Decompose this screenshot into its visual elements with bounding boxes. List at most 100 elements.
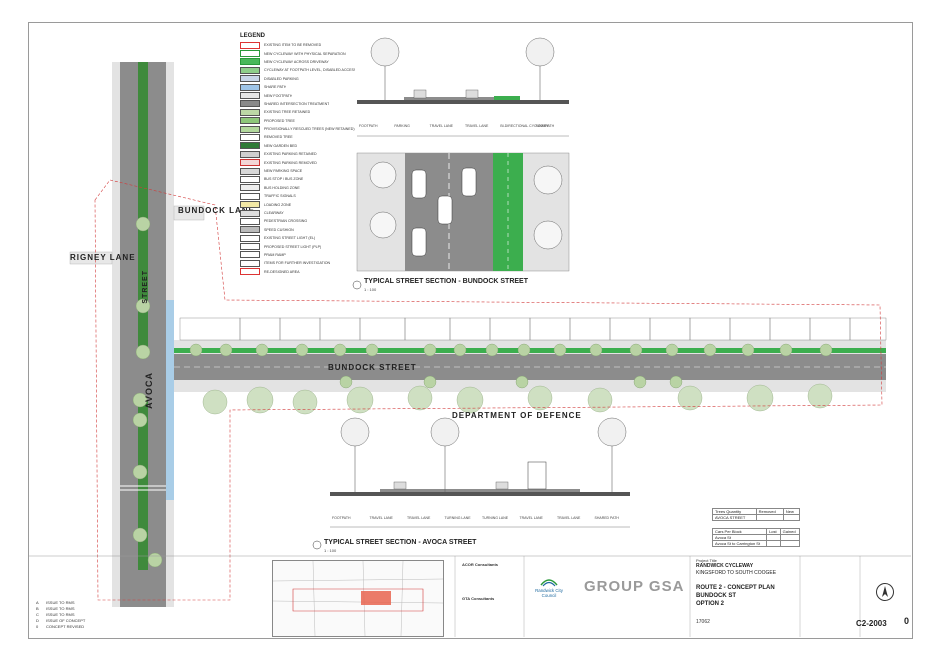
legend-label: TRAFFIC SIGNALS <box>264 194 296 199</box>
legend-label: DISABLED PARKING <box>264 76 299 81</box>
section-lane-label: TRAVEL LANE <box>429 124 453 128</box>
legend-swatch <box>240 75 260 83</box>
legend-label: NEW PARKING SPACE <box>264 169 303 174</box>
revision-code: D <box>36 618 39 623</box>
legend-item: SHARE PATH <box>240 83 355 91</box>
legend-swatch <box>240 175 260 183</box>
legend-item: LOADING ZONE <box>240 200 355 209</box>
legend-label: SPEED CUSHION <box>264 227 294 232</box>
legend-swatch <box>240 83 260 91</box>
legend-item: BUS HOLDING ZONE <box>240 184 355 192</box>
legend-item: PROPOSED TREE <box>240 117 355 125</box>
legend-swatch <box>240 167 260 175</box>
table-cell <box>782 514 801 521</box>
legend-swatch <box>240 108 260 116</box>
section-lane-label: TRAVEL LANE <box>557 516 581 520</box>
legend-label: EXISTING PARKING REMOVED <box>264 160 317 165</box>
table-row: Avoca St to Carrington St <box>711 540 801 547</box>
legend-item: RE-DESIGNED AREA <box>240 268 355 276</box>
table-cell <box>755 514 784 521</box>
legend-swatch <box>240 226 260 234</box>
section-lane-label: PARKING <box>394 124 410 128</box>
legend-item: PRAM RAMP <box>240 251 355 259</box>
legend-label: EXISTING TREE RETAINED <box>264 110 311 115</box>
legend-swatch <box>240 150 260 158</box>
avoca-street-label: STREET <box>142 270 149 304</box>
section-avoca-title: TYPICAL STREET SECTION - AVOCA STREET <box>324 539 477 546</box>
legend-item: DISABLED PARKING <box>240 75 355 83</box>
legend-item: CLEARWAY <box>240 209 355 217</box>
legend-label: EXISTING PARKING RETAINED <box>264 152 317 157</box>
legend-item: EXISTING PARKING REMOVED <box>240 158 355 167</box>
legend-item: EXISTING PARKING RETAINED <box>240 150 355 158</box>
bundock-lane-label: BUNDOCK LANE <box>178 206 255 215</box>
project-title: RANDWICK CYCLEWAY <box>696 563 754 569</box>
legend-swatch <box>240 217 260 225</box>
section-lane-label: FOOTPATH <box>359 124 378 128</box>
council-crest-icon <box>540 579 558 587</box>
legend-item: PROPOSED STREET LIGHT (PLP) <box>240 242 355 251</box>
legend-item: NEW PARKING SPACE <box>240 167 355 175</box>
project-number: 17062 <box>696 619 710 625</box>
legend-label: SHARE PATH <box>264 85 287 90</box>
rigney-lane-label: RIGNEY LANE <box>70 253 136 262</box>
table-cell: AVOCA STREET <box>712 514 757 521</box>
section-bundock-title: TYPICAL STREET SECTION - BUNDOCK STREET <box>364 278 528 285</box>
section-lane-label: TRAVEL LANE <box>369 516 393 520</box>
table-cell <box>766 540 781 547</box>
revision-code: A <box>36 600 39 605</box>
legend-swatch <box>240 66 260 74</box>
revision-description: ISSUE OF CONCEPT <box>46 618 86 623</box>
legend-label: EXISTING ITEM TO BE REMOVED <box>264 43 322 48</box>
legend-item: NEW CYCLEWAY WITH PHYSICAL SEPARATION <box>240 49 355 58</box>
legend-swatch <box>240 92 260 100</box>
legend-swatch <box>240 234 260 242</box>
section-lane-label: FOOTPATH <box>535 124 555 128</box>
legend-item: REMOVED TREE <box>240 133 355 141</box>
legend-item: NEW FOOTPATH <box>240 91 355 100</box>
legend-label: EXISTING STREET LIGHT (EL) <box>264 236 316 241</box>
legend-label: BUS HOLDING ZONE <box>264 185 300 190</box>
legend-label: PROPOSED TREE <box>264 118 295 123</box>
legend-item: SHARED INTERSECTION TREATMENT <box>240 100 355 108</box>
section-lane-label: FOOTPATH <box>332 516 351 520</box>
legend-item: TRAFFIC SIGNALS <box>240 192 355 200</box>
legend-label: ITEMS FOR FURTHER INVESTIGATION <box>264 261 331 266</box>
drawing-title: ROUTE 2 - CONCEPT PLAN <box>696 585 775 591</box>
department-of-defence-label: DEPARTMENT OF DEFENCE <box>452 411 582 420</box>
revision-description: ISSUE TO RMS <box>46 606 75 611</box>
revision-code: C <box>36 612 39 617</box>
legend-label: LOADING ZONE <box>264 202 292 207</box>
legend-label: PROPOSED STREET LIGHT (PLP) <box>264 244 322 249</box>
table-row: AVOCA STREET <box>712 514 801 521</box>
legend-item: EXISTING STREET LIGHT (EL) <box>240 234 355 242</box>
legend-item: PEDESTRIAN CROSSING <box>240 217 355 225</box>
legend-item: BUS STOP / BUS ZONE <box>240 175 355 183</box>
legend-label: PROVISIONALLY RESCUED TREES (NEW RETAINE… <box>264 127 355 132</box>
consultant-2: GTA Consultants <box>462 596 495 601</box>
legend-swatch <box>240 50 260 58</box>
revision-row: D ISSUE OF CONCEPT <box>36 618 85 623</box>
legend-swatch <box>240 184 260 192</box>
legend-item: EXISTING TREE RETAINED <box>240 108 355 116</box>
legend-label: CYCLEWAY AT FOOTPATH LEVEL, DISABLED ACC… <box>264 68 355 73</box>
bundock-street-label: BUNDOCK STREET <box>328 363 417 372</box>
legend-swatch <box>240 100 260 108</box>
legend-swatch <box>240 251 260 259</box>
legend-item: EXISTING ITEM TO BE REMOVED <box>240 41 355 49</box>
legend-label: REMOVED TREE <box>264 135 293 140</box>
legend-swatch <box>240 159 260 167</box>
section-lane-label: TRAVEL LANE <box>519 516 543 520</box>
legend-swatch <box>240 209 260 217</box>
drawing-option: OPTION 2 <box>696 601 725 607</box>
consultant-1: ACOR Consultants <box>462 562 498 567</box>
legend-swatch <box>240 243 260 251</box>
key-plan-map <box>272 560 444 637</box>
avoca-label: AVOCA <box>144 372 154 409</box>
table-cell: Avoca St to Carrington St <box>711 540 768 547</box>
